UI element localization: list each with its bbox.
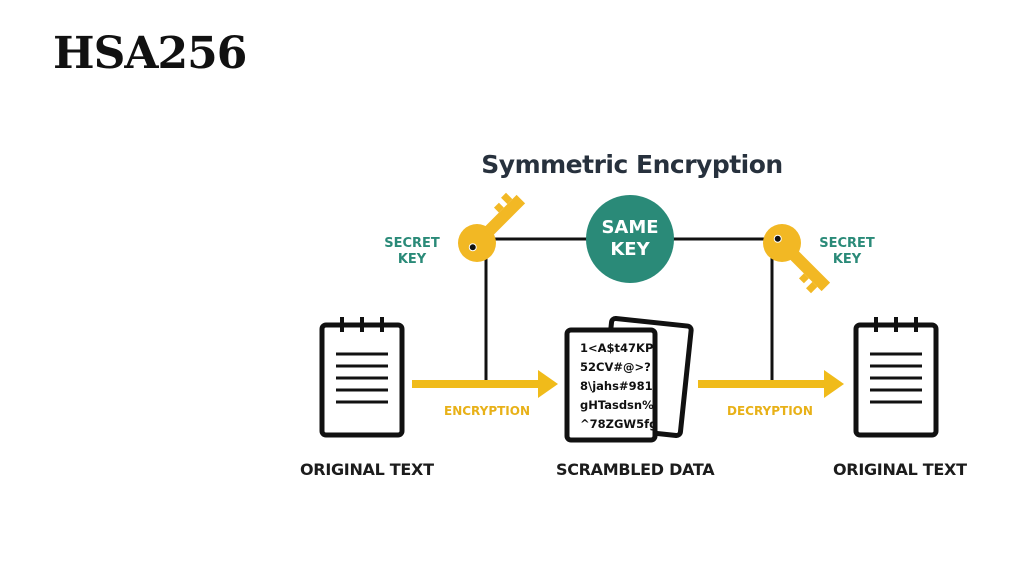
left-key-label-line2: KEY	[397, 252, 427, 267]
scrambled-line: 52CV#@>?	[580, 360, 651, 374]
right-key-label-line1: SECRET	[819, 236, 875, 251]
scrambled-line: ^78ZGW5fg	[580, 417, 658, 431]
same-key-badge: SAME KEY	[586, 195, 674, 283]
arrow-right-icon	[412, 370, 558, 398]
decryption-label: DECRYPTION	[727, 404, 813, 418]
scrambled-line: 8\jahs#981	[580, 379, 653, 393]
key-icon	[763, 224, 831, 294]
right-key-label-line2: KEY	[832, 252, 862, 267]
right-secret-key-label: SECRET KEY	[812, 236, 882, 268]
arrow-right-icon	[698, 370, 844, 398]
diagram-title: Symmetric Encryption	[481, 150, 783, 179]
scrambled-line: gHTasdsn%	[580, 398, 654, 412]
caption-original-text-right: ORIGINAL TEXT	[833, 460, 967, 479]
notepad-icon	[319, 317, 405, 438]
key-connector-lines	[484, 237, 774, 384]
encryption-label: ENCRYPTION	[444, 404, 531, 418]
slide-title: HSA256	[53, 28, 247, 79]
document-icon	[564, 316, 694, 443]
same-key-line2: KEY	[610, 239, 650, 260]
left-secret-key-label: SECRET KEY	[377, 236, 447, 268]
caption-original-text-left: ORIGINAL TEXT	[300, 460, 434, 479]
left-key-label-line1: SECRET	[384, 236, 440, 251]
key-icon	[458, 192, 526, 262]
caption-scrambled-data: SCRAMBLED DATA	[556, 460, 715, 479]
notepad-icon	[853, 317, 939, 438]
scrambled-line: 1<A$t47KP	[580, 341, 654, 355]
same-key-line1: SAME	[601, 217, 659, 238]
